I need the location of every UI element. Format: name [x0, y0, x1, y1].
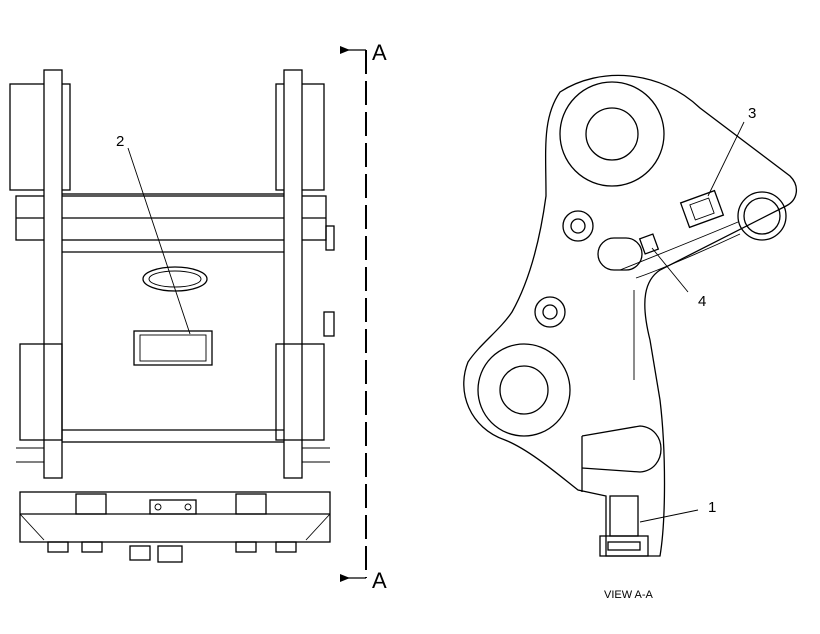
center-bracket	[149, 499, 197, 515]
decal-3	[679, 189, 725, 229]
right-side-plate	[283, 69, 303, 479]
section-marker-top: A	[372, 40, 387, 65]
callout-4: 4	[698, 293, 706, 310]
leader-4	[651, 247, 689, 293]
arrow-icon	[340, 574, 350, 582]
leader-1	[639, 509, 699, 523]
fitting	[609, 495, 639, 537]
decal-4	[638, 233, 660, 255]
left-upper-block	[9, 83, 71, 191]
left-side-plate	[43, 69, 63, 479]
bolt-head	[129, 545, 151, 561]
lower-pocket	[581, 425, 662, 473]
upper-bore	[559, 81, 665, 187]
roller	[737, 191, 787, 241]
left-pin	[75, 493, 107, 515]
lower-bore	[477, 343, 571, 437]
leader-2	[127, 147, 191, 335]
arrow-icon	[340, 46, 350, 54]
slot	[142, 266, 208, 292]
mounting-rail	[19, 491, 331, 543]
view-caption: VIEW A-A	[604, 589, 654, 601]
right-lower-block	[275, 343, 325, 441]
callout-3: 3	[748, 105, 756, 122]
decal-plate	[133, 330, 213, 366]
bolt-head	[157, 545, 183, 563]
front-view	[9, 69, 335, 563]
frame-body	[59, 193, 287, 443]
side-view	[463, 74, 797, 557]
right-pin	[235, 493, 267, 515]
slot	[597, 237, 643, 271]
bracket-outline	[463, 74, 797, 557]
callout-1: 1	[708, 499, 716, 516]
callout-2: 2	[116, 133, 124, 150]
leader-3	[707, 121, 745, 197]
section-marker-bottom: A	[372, 568, 387, 593]
left-lower-block	[19, 343, 63, 441]
